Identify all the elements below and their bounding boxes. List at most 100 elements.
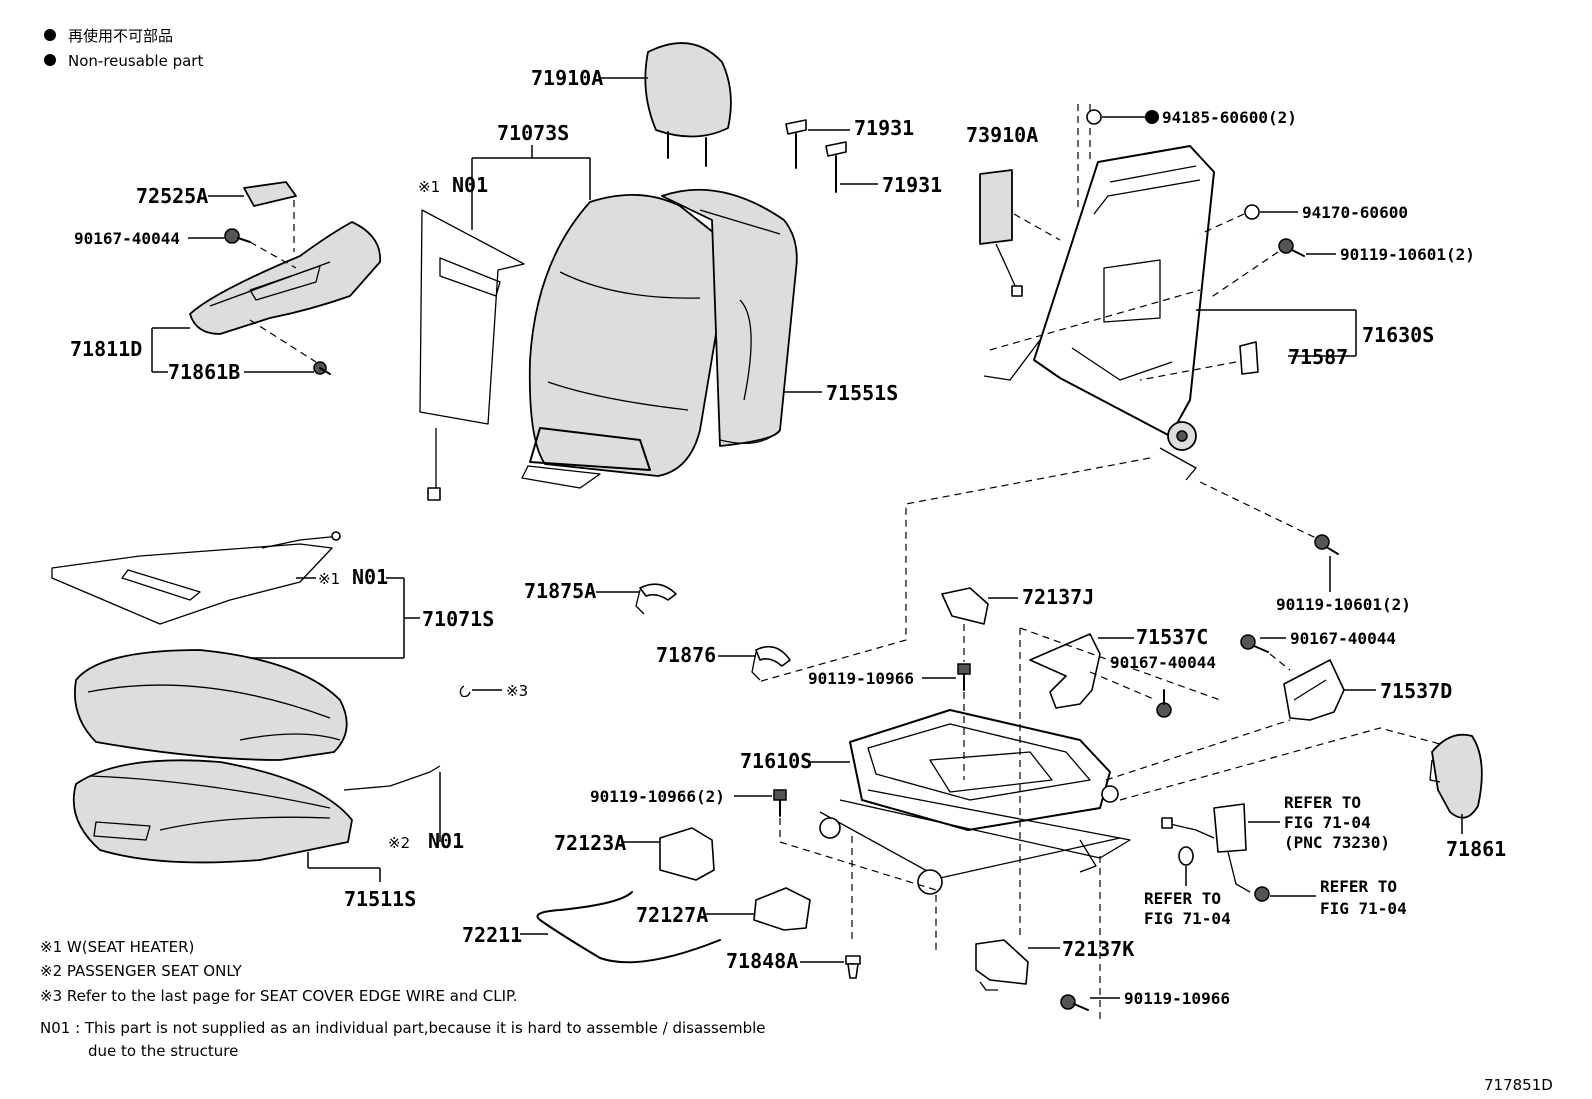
cushion-frame-illustration: [819, 709, 1131, 895]
clip-icon: [459, 685, 471, 698]
refer-label-2-line2: FIG 71-04: [1144, 909, 1231, 928]
bolt-icon: [1314, 534, 1339, 555]
bolt-icon: [1240, 634, 1269, 653]
part-label-73910A: 73910A: [966, 123, 1038, 147]
part-label-71551S: 71551S: [826, 381, 898, 405]
screw-icon: [224, 228, 251, 244]
rail-cover-illustration: [659, 827, 715, 881]
part-label-90167-40044-right: 90167-40044: [1290, 629, 1396, 648]
refer-label-3-line1: REFER TO: [1320, 877, 1397, 896]
non-reusable-dot-icon: [44, 29, 56, 41]
bolt-icon: [1254, 886, 1270, 902]
clip-icon: [1239, 341, 1259, 375]
seatback-heater-panel-illustration: [419, 209, 525, 501]
footnotes: ※1 W(SEAT HEATER) ※2 PASSENGER SEAT ONLY…: [40, 938, 766, 1060]
part-label-90119-10601-lower: 90119-10601(2): [1276, 595, 1411, 614]
note-n01: N01 : This part is not supplied as an in…: [40, 1019, 766, 1037]
outer-cover-illustration: [1283, 659, 1345, 721]
seatbelt-buckle-illustration: [1161, 803, 1251, 893]
refer-label-1-line2: FIG 71-04: [1284, 813, 1371, 832]
edge-wire-illustration: [536, 891, 721, 964]
part-label-72525A: 72525A: [136, 184, 208, 208]
refer-label-1-line3: (PNC 73230): [1284, 833, 1390, 852]
part-label-90119-10601-upper: 90119-10601(2): [1340, 245, 1475, 264]
note-n01-cont: due to the structure: [88, 1042, 238, 1060]
part-label-94185-60600: 94185-60600(2): [1162, 108, 1297, 127]
part-label-72137J: 72137J: [1022, 585, 1094, 609]
lever-cover-illustration: [751, 645, 791, 681]
non-reusable-dot-icon: [1145, 110, 1159, 124]
inner-cover-illustration: [1029, 633, 1101, 709]
passenger-mark: ※2: [388, 834, 410, 852]
part-label-90167-40044-center: 90167-40044: [1110, 653, 1216, 672]
part-label-90167-40044-left: 90167-40044: [74, 229, 180, 248]
part-label-90119-10966-upper: 90119-10966: [808, 669, 914, 688]
part-label-72127A: 72127A: [636, 903, 708, 927]
part-label-71931-upper: 71931: [854, 116, 914, 140]
bracket-cover-illustration: [941, 587, 989, 625]
bolt-icon: [1278, 238, 1305, 257]
nut-icon: [1086, 109, 1102, 125]
legend: 再使用不可部品 Non-reusable part: [44, 27, 203, 70]
part-label-72137K: 72137K: [1062, 937, 1134, 961]
part-label-72211: 72211: [462, 923, 522, 947]
edge-wire-mark: ※3: [506, 682, 528, 700]
legend-english: Non-reusable part: [68, 52, 203, 70]
figure-id: 717851D: [1484, 1076, 1553, 1094]
part-label-71537D: 71537D: [1380, 679, 1452, 703]
nut-icon: [1244, 204, 1260, 220]
rail-cover-illustration: [753, 887, 811, 931]
clip-icon: [313, 361, 331, 375]
part-label-94170-60600: 94170-60600: [1302, 203, 1408, 222]
part-label-71610S: 71610S: [740, 749, 812, 773]
lever-cover-illustration: [635, 583, 677, 615]
non-reusable-dot-icon: [44, 54, 56, 66]
bolt-icon: [773, 789, 787, 817]
bolt-icon: [1060, 994, 1089, 1011]
part-label-71848A: 71848A: [726, 949, 798, 973]
part-label-71511S: 71511S: [344, 887, 416, 911]
part-label-71876: 71876: [656, 643, 716, 667]
airbag-module-illustration: [979, 169, 1023, 297]
seatback-cover-illustration: [521, 194, 734, 489]
note-passenger-only: ※2 PASSENGER SEAT ONLY: [40, 962, 243, 980]
part-label-71587: 71587: [1288, 345, 1348, 369]
refer-label-1-line1: REFER TO: [1284, 793, 1361, 812]
part-label-71811D: 71811D: [70, 337, 142, 361]
cushion-heater-panel-illustration: [51, 531, 341, 625]
heater-mark-back: ※1: [418, 178, 440, 196]
bracket-cover-illustration: [975, 939, 1029, 991]
side-shield-illustration: [189, 221, 381, 335]
seatback-rear-board-illustration: [661, 188, 798, 447]
part-label-71537C: 71537C: [1136, 625, 1208, 649]
part-label-90119-10966-lower: 90119-10966: [1124, 989, 1230, 1008]
part-label-71071S: 71071S: [422, 607, 494, 631]
recliner-knob-illustration: [1429, 733, 1483, 819]
seatback-frame-illustration: [983, 145, 1215, 481]
note-edge-wire: ※3 Refer to the last page for SEAT COVER…: [40, 987, 517, 1005]
bolt-icon: [1156, 689, 1172, 718]
heater-mark-cushion: ※1: [318, 570, 340, 588]
part-label-n01-back: N01: [452, 173, 488, 197]
headrest-illustration: [644, 42, 732, 167]
part-label-n01-passenger: N01: [428, 829, 464, 853]
part-label-72123A: 72123A: [554, 831, 626, 855]
refer-label-3-line2: FIG 71-04: [1320, 899, 1407, 918]
part-label-71910A: 71910A: [531, 66, 603, 90]
part-label-71073S: 71073S: [497, 121, 569, 145]
bushing-icon: [845, 955, 861, 979]
part-label-n01-cushion: N01: [352, 565, 388, 589]
refer-label-2-line1: REFER TO: [1144, 889, 1221, 908]
bolt-icon: [957, 663, 971, 691]
part-label-71875A: 71875A: [524, 579, 596, 603]
part-label-71861B: 71861B: [168, 360, 240, 384]
part-label-71861: 71861: [1446, 837, 1506, 861]
headrest-guide-illustration: [785, 119, 847, 193]
note-seat-heater: ※1 W(SEAT HEATER): [40, 938, 194, 956]
cushion-pad-illustration: [72, 759, 353, 864]
legend-japanese: 再使用不可部品: [68, 27, 173, 45]
shield-cover-illustration: [243, 181, 297, 207]
cushion-cover-illustration: [74, 649, 348, 761]
part-label-71931-lower: 71931: [882, 173, 942, 197]
